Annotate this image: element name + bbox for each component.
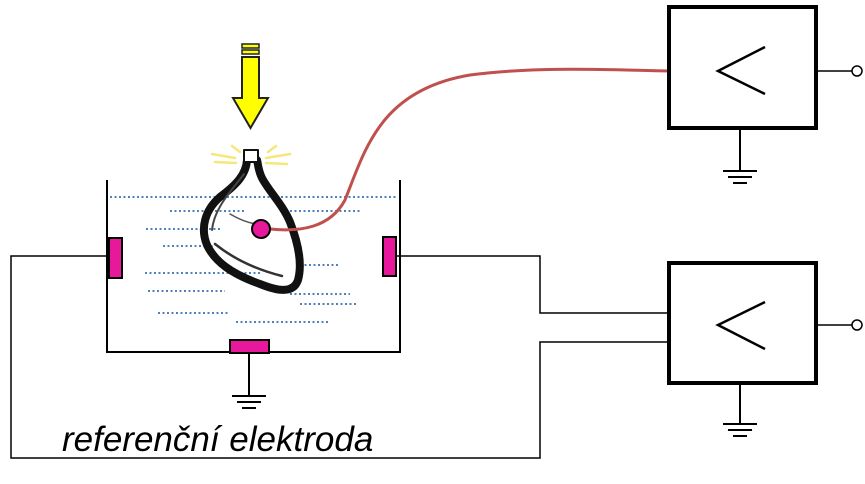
intracellular-electrode — [251, 219, 271, 239]
stimulus-arrow-icon — [231, 43, 270, 130]
heart-outline — [199, 149, 304, 294]
bath-solution-lines — [110, 196, 398, 323]
left-electrode — [108, 237, 123, 279]
ground-icon — [723, 128, 757, 184]
reference-electrode-caption: referenční elektroda — [62, 420, 374, 459]
microelectrode-wire — [269, 67, 670, 232]
reference-electrode — [229, 339, 270, 354]
amplifier-top — [667, 5, 863, 184]
ground-icon — [232, 353, 266, 409]
output-terminal — [851, 65, 863, 77]
less-than-symbol — [715, 300, 766, 351]
electrode-wiring — [10, 255, 668, 459]
ground-icon — [723, 383, 757, 437]
right-electrode — [382, 236, 397, 277]
less-than-symbol — [715, 45, 766, 96]
amplifier-bottom — [667, 261, 863, 437]
output-terminal — [851, 319, 863, 331]
stimulus-glow — [210, 144, 292, 166]
